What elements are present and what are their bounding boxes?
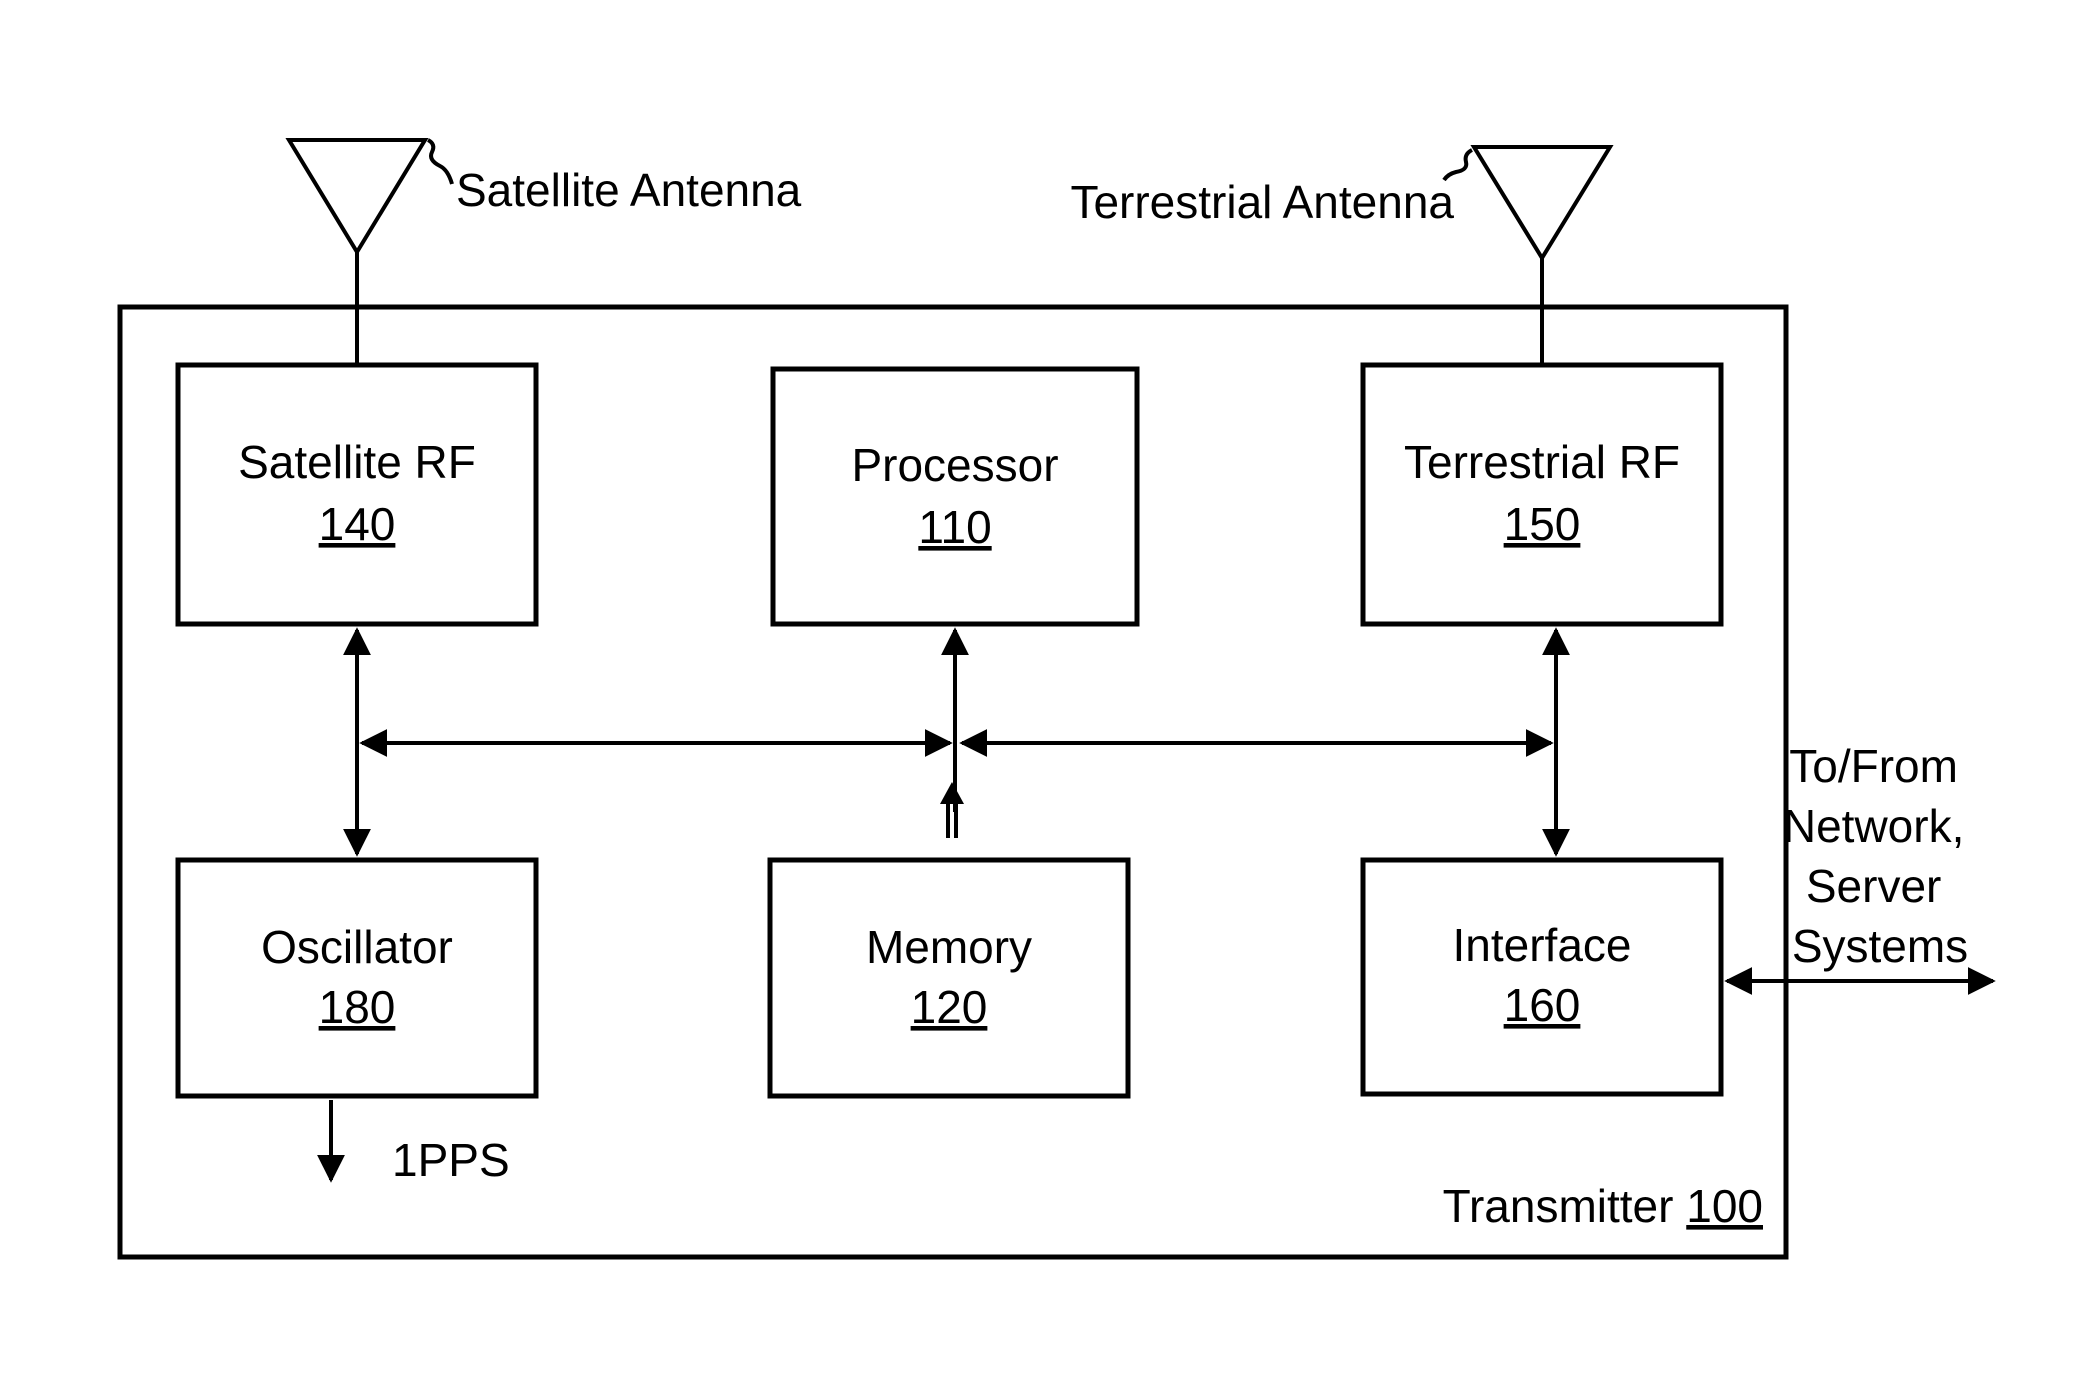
interface-label: Interface: [1453, 919, 1632, 971]
pps-label: 1PPS: [392, 1134, 510, 1186]
oscillator-block: Oscillator 180: [178, 860, 536, 1096]
oscillator-label: Oscillator: [261, 921, 453, 973]
interface-number: 160: [1504, 979, 1581, 1031]
satellite-rf-label: Satellite RF: [238, 436, 476, 488]
processor-label: Processor: [851, 439, 1058, 491]
interface-block: Interface 160: [1363, 860, 1721, 1094]
memory-label: Memory: [866, 921, 1032, 973]
satellite-antenna-label: Satellite Antenna: [456, 164, 802, 216]
transmitter-label: Transmitter 100: [1443, 1180, 1763, 1232]
satellite-rf-block: Satellite RF 140: [178, 365, 536, 624]
memory-number: 120: [911, 981, 988, 1033]
processor-number: 110: [918, 501, 991, 553]
satellite-rf-number: 140: [319, 498, 396, 550]
terrestrial-rf-label: Terrestrial RF: [1404, 436, 1680, 488]
processor-block: Processor 110: [773, 369, 1137, 624]
terrestrial-rf-block: Terrestrial RF 150: [1363, 365, 1721, 624]
network-label: To/From Network, Server Systems: [1783, 740, 1977, 972]
oscillator-number: 180: [319, 981, 396, 1033]
terrestrial-rf-number: 150: [1504, 498, 1581, 550]
memory-block: Memory 120: [770, 860, 1128, 1096]
terrestrial-antenna-label: Terrestrial Antenna: [1070, 176, 1454, 228]
